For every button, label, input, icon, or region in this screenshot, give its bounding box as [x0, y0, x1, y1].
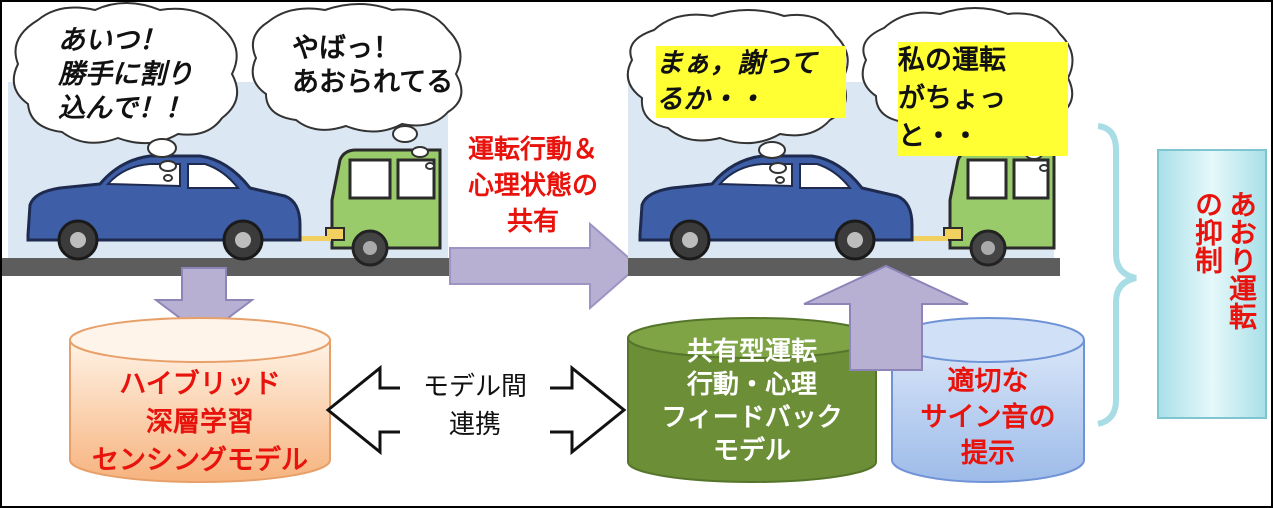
left-green-thought-bubble	[251, 3, 463, 170]
right-blue-car	[638, 154, 914, 261]
right-blue-bubble-text: まぁ，謝って るか・・	[656, 46, 846, 118]
model-link-label: モデル間 連携	[422, 372, 527, 440]
left-blue-thought-bubble	[12, 2, 239, 182]
summary-brace	[1097, 123, 1137, 427]
left-blue-bubble-text: あいつ！ 勝手に割り 込んで！！	[58, 25, 193, 124]
left-blue-car	[26, 154, 302, 261]
sign-sound-cylinder	[891, 317, 1085, 483]
left-green-bubble-text: やばっ！ あおられてる	[292, 33, 454, 98]
model-link-label-box	[400, 364, 550, 456]
result-box	[1157, 149, 1267, 419]
right-road	[628, 258, 1060, 276]
right-green-car	[912, 148, 1056, 267]
feedback-model-cylinder	[627, 317, 877, 483]
hybrid-model-cylinder	[69, 317, 331, 483]
feedback-model-label: 共有型運転 行動・心理 フィードバック モデル	[661, 337, 843, 466]
feedback-up-arrow	[803, 264, 969, 371]
hybrid-model-label: ハイブリッド 深層学習 センシングモデル	[92, 369, 308, 476]
sign-sound-label: 適切な サイン音の 提示	[920, 366, 1056, 469]
share-arrow	[449, 221, 640, 311]
result-label: あおり運転 の抑制	[1191, 190, 1258, 330]
left-green-car	[295, 148, 442, 267]
share-label: 運転行動＆ 心理状態の 共有	[467, 135, 598, 237]
left-scene	[2, 2, 463, 276]
right-green-bubble-text: 私の運転 がちょっと・・	[898, 42, 1068, 156]
